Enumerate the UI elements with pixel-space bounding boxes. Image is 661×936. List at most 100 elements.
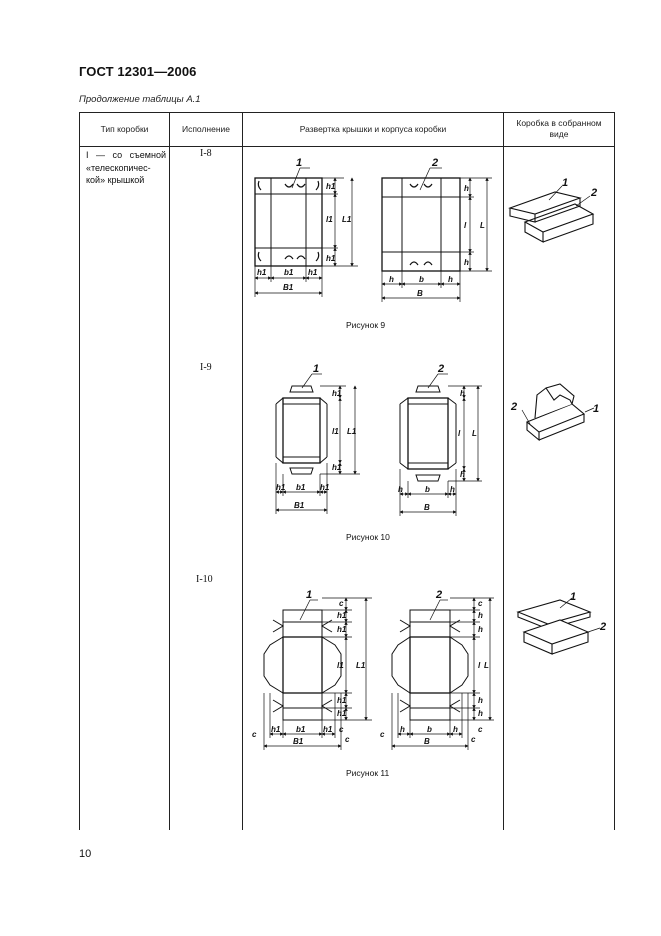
- header-layout: Развертка крышки и корпуса коробки: [299, 124, 447, 134]
- fig9-assembled-box: [508, 185, 595, 243]
- body-dim-h-right: h: [448, 275, 453, 284]
- body-dim-h-bottom2: h: [478, 709, 483, 718]
- header-box-type: Тип коробки: [100, 124, 149, 134]
- figure-caption-11: Рисунок 11: [346, 768, 390, 778]
- body-dim-b-mid: b: [425, 485, 430, 494]
- body-dim-b-mid: b: [419, 275, 424, 284]
- assembled-callout: 1: [570, 591, 576, 603]
- execution-i10: I-10: [196, 574, 213, 585]
- document-title: ГОСТ 12301—2006: [79, 64, 197, 79]
- header-assembled: Коробка в собранном виде: [504, 118, 614, 140]
- fig9-body-drawing: [381, 167, 492, 302]
- body-dim-h-bottom: h: [464, 258, 469, 267]
- lid-dim-h-left: h1: [257, 268, 267, 277]
- body-dim-h-right: h: [450, 485, 455, 494]
- header-assembled-line2: виде: [549, 129, 569, 139]
- body-dim-l-side: l: [458, 429, 461, 438]
- lid-dim-h-bottom: h1: [337, 696, 347, 705]
- lid-dim-B-total: B1: [283, 283, 294, 292]
- body-dim-L-side: L: [480, 221, 485, 230]
- box-type-description: I — со съемной «телескопичес- кой» крышк…: [86, 149, 166, 187]
- lid-callout: 1: [313, 363, 319, 375]
- body-dim-b-mid: b: [427, 725, 432, 734]
- lid-dim-h-left: h1: [276, 483, 286, 492]
- header-execution: Исполнение: [181, 124, 231, 134]
- lid-dim-h-bottom: h1: [326, 254, 336, 263]
- fig10-lid-drawing: [275, 373, 360, 514]
- execution-i9: I-9: [200, 362, 212, 373]
- body-dim-L-side: L: [472, 429, 477, 438]
- body-dim-B-total: B: [417, 289, 423, 298]
- body-dim-h-bottom: h: [478, 696, 483, 705]
- lid-dim-h-bottom: h1: [332, 463, 342, 472]
- lid-dim-c-right: c: [345, 735, 350, 744]
- column-divider: [169, 112, 170, 830]
- assembled-callout: 2: [590, 187, 597, 199]
- body-dim-h-top: h: [460, 389, 465, 398]
- table-left-border: [79, 112, 80, 830]
- box-type-line: кой» крышкой: [86, 175, 145, 185]
- lid-dim-h-right: h1: [320, 483, 330, 492]
- lid-dim-h-left: h1: [271, 725, 281, 734]
- lid-dim-h-top2: h1: [337, 625, 347, 634]
- column-divider: [242, 112, 243, 830]
- figure-caption-10: Рисунок 10: [346, 532, 390, 542]
- body-dim-h-top: h: [464, 184, 469, 193]
- body-dim-h-top: h: [478, 611, 483, 620]
- figure-11: [263, 597, 601, 750]
- box-type-line: I — со съемной: [86, 150, 166, 160]
- lid-dim-h-top: h1: [332, 389, 342, 398]
- figure-caption-9: Рисунок 9: [346, 320, 386, 330]
- table-caption: Продолжение таблицы А.1: [79, 94, 201, 105]
- lid-dim-l-side: l1: [337, 661, 344, 670]
- lid-dim-l-side: l1: [332, 427, 339, 436]
- body-callout: 2: [431, 157, 438, 169]
- lid-dim-B-total: B1: [294, 501, 305, 510]
- fig10-body-drawing: [399, 373, 482, 516]
- fig11-lid-drawing: [263, 597, 372, 750]
- fig9-lid-drawing: [254, 167, 358, 297]
- lid-dim-h-top: h1: [337, 611, 347, 620]
- body-dim-B-total: B: [424, 503, 430, 512]
- fig9-labels: 1 h1 l1 L1 h1 h1 b1 h1 B1 2 h l L h h b …: [257, 157, 597, 298]
- fig10-labels: 1 h1 l1 L1 h1 h1 b1 h1 B1 2 h l L h h b …: [276, 363, 599, 512]
- header-assembled-line1: Коробка в собранном: [516, 118, 602, 128]
- body-dim-c-top: c: [478, 599, 483, 608]
- body-dim-h-bottom: h: [460, 470, 465, 479]
- execution-i8: I-8: [200, 148, 212, 159]
- box-type-line: «телескопичес-: [86, 162, 151, 173]
- body-dim-h-left: h: [400, 725, 405, 734]
- figure-10: [275, 373, 595, 516]
- lid-dim-c-top: c: [339, 599, 344, 608]
- lid-callout: 1: [296, 157, 302, 169]
- lid-dim-h-bottom2: h1: [337, 709, 347, 718]
- lid-dim-L-side: L1: [342, 215, 352, 224]
- fig10-assembled-box: [521, 383, 595, 442]
- body-dim-l-side: l: [478, 661, 481, 670]
- assembled-callout: 2: [510, 401, 517, 413]
- lid-dim-l-side: l1: [326, 215, 333, 224]
- body-dim-L-side: L: [484, 661, 489, 670]
- lid-dim-c-bottom: c: [339, 725, 344, 734]
- column-divider: [503, 112, 504, 830]
- body-dim-h-left: h: [398, 485, 403, 494]
- page-number: 10: [79, 848, 92, 860]
- lid-callout: 1: [306, 589, 312, 601]
- lid-dim-h-top: h1: [326, 182, 336, 191]
- lid-dim-c-left: c: [252, 730, 257, 739]
- lid-dim-L-side: L1: [356, 661, 366, 670]
- lid-dim-b-mid: b1: [284, 268, 294, 277]
- body-dim-c-bottom: c: [478, 725, 483, 734]
- body-dim-h-top2: h: [478, 625, 483, 634]
- lid-dim-b-mid: b1: [296, 483, 306, 492]
- lid-dim-B-total: B1: [293, 737, 304, 746]
- body-dim-l-side: l: [464, 221, 467, 230]
- fig11-body-drawing: [391, 597, 494, 750]
- figure-9: [254, 167, 595, 302]
- body-callout: 2: [435, 589, 442, 601]
- body-dim-c-left: c: [380, 730, 385, 739]
- table-right-border: [614, 112, 615, 830]
- body-dim-B-total: B: [424, 737, 430, 746]
- fig11-labels: 1 c h1 h1 l1 L1 h1 h1 c c h1 b1 h1 c B1 …: [252, 589, 606, 746]
